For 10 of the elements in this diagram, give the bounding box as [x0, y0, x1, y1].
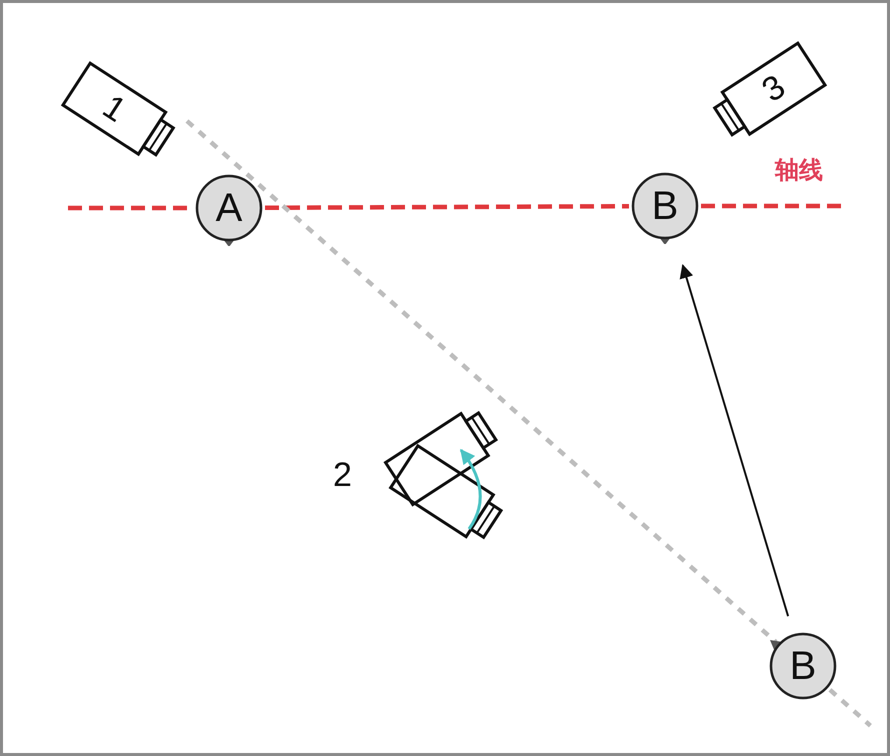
camera-number: 2	[333, 458, 352, 492]
person-label: B	[788, 646, 818, 686]
camera-number: 1	[95, 86, 134, 132]
dashed-line	[186, 119, 778, 644]
person-label: A	[214, 188, 244, 228]
person-label: B	[650, 186, 680, 226]
dashed-line	[265, 204, 629, 210]
camera-number: 3	[754, 66, 793, 112]
arrow	[680, 264, 790, 616]
axis-label: 轴线	[775, 159, 823, 183]
